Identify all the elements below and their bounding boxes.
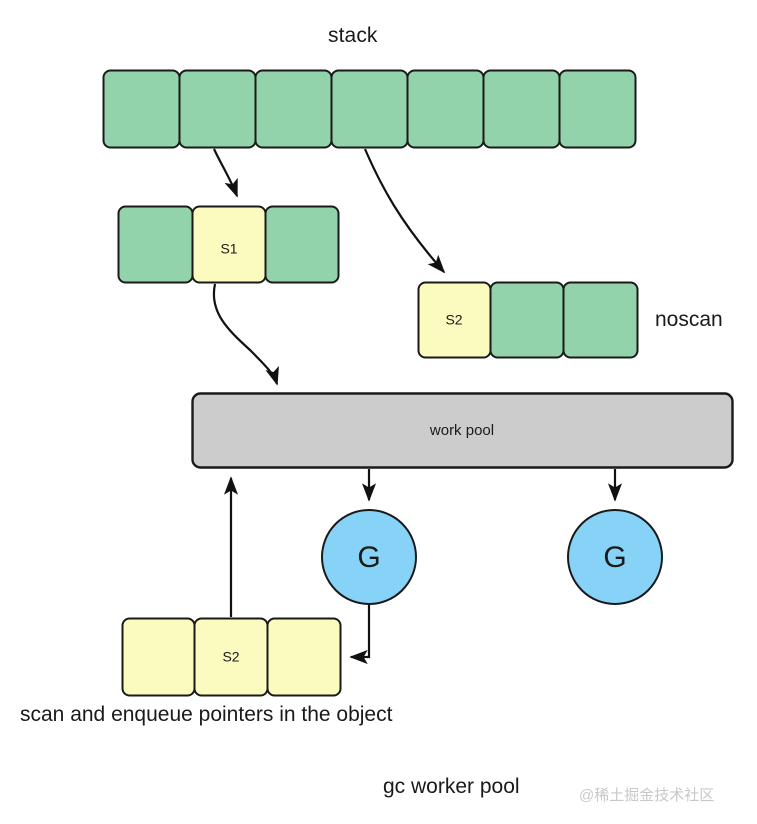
- s1-cell-3: [264, 205, 340, 284]
- s2-cell-label: S2: [445, 312, 462, 328]
- worker-1: G: [321, 509, 417, 605]
- work-pool-rect: [191, 392, 734, 469]
- worker-1-label: G: [357, 541, 380, 574]
- stack-cell-1: [102, 69, 181, 149]
- stack-cell-4: [330, 69, 409, 149]
- s2-cell-2: [489, 281, 565, 359]
- arrow-stack-to-s2: [363, 148, 446, 274]
- s1-cell-1: [117, 205, 194, 284]
- stack-cell-6: [482, 69, 561, 149]
- stack-cell-7: [558, 69, 637, 149]
- arrow-stack-to-s1: [213, 148, 239, 198]
- stack-cell-3: [254, 69, 333, 149]
- noscan-label: noscan: [655, 308, 723, 331]
- arrow-s1-to-work-pool: [212, 283, 279, 386]
- gc-worker-pool-label: gc worker pool: [383, 775, 520, 798]
- worker-2-circle: [567, 509, 663, 605]
- worker-2: G: [567, 509, 663, 605]
- scanned-cell-3: [266, 617, 342, 697]
- stack-cell-5: [406, 69, 485, 149]
- stack-row: [102, 69, 637, 149]
- s2-object-row: S2: [417, 281, 639, 359]
- scanned-object-row: S2: [121, 617, 342, 697]
- s2-cell-3: [562, 281, 639, 359]
- scanned-cell-label: S2: [222, 649, 239, 665]
- s1-object-row: S1: [117, 205, 340, 284]
- arrow-worker-1-to-scanned-object: [349, 604, 371, 665]
- work-pool-label: work pool: [429, 422, 494, 439]
- worker-2-label: G: [603, 541, 626, 574]
- s1-cell-label: S1: [220, 241, 237, 257]
- work-pool-box: work pool: [191, 392, 734, 469]
- stack-title-label: stack: [328, 24, 378, 47]
- scanned-cell-1: [121, 617, 196, 697]
- watermark-label: @稀土掘金技术社区: [579, 787, 715, 804]
- stack-cell-2: [178, 69, 257, 149]
- scan-caption-label: scan and enqueue pointers in the object: [20, 703, 393, 726]
